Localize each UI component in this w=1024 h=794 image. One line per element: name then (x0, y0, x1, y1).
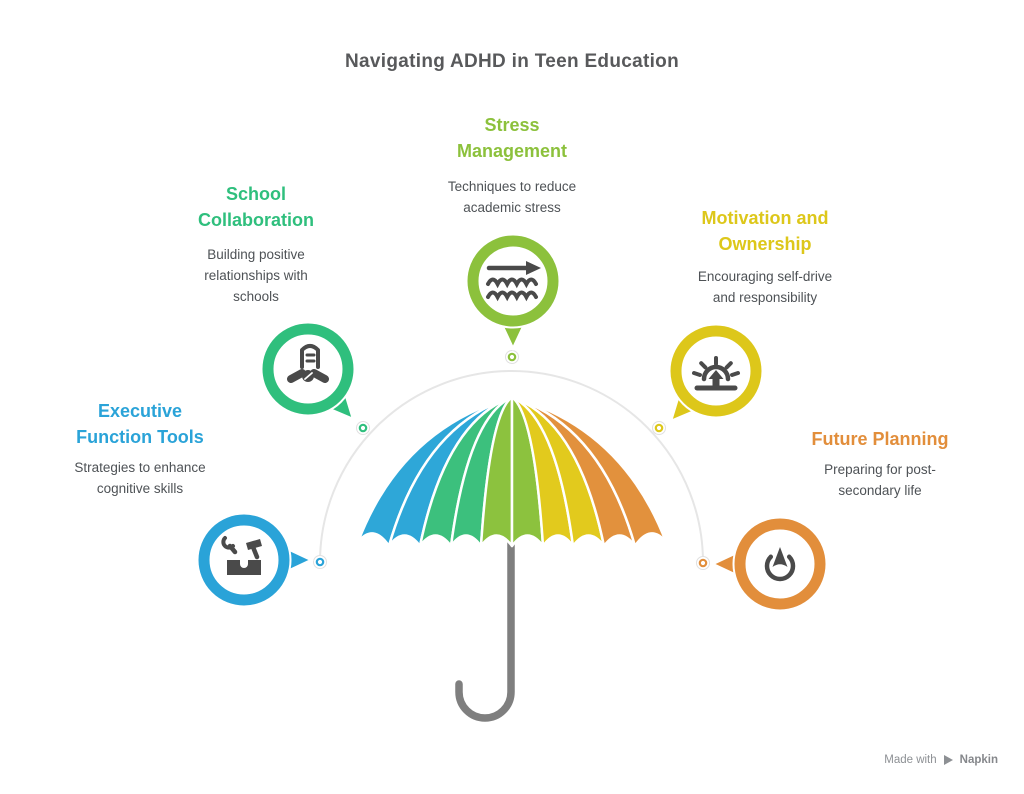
arc-node-executive (313, 555, 327, 569)
topic-desc-school-collaboration: Building positive relationships with sch… (204, 247, 308, 304)
compass-needle-icon (764, 547, 796, 582)
watermark-brand: Napkin (959, 754, 998, 766)
school-collaboration-bubble (260, 321, 356, 422)
connector-arc (319, 370, 705, 564)
arc-node-school (356, 421, 370, 435)
toolbox-icon (221, 536, 262, 575)
arc-node-motivation (652, 421, 666, 435)
stress-waves-arrow-icon (486, 261, 541, 302)
future-planning-bubble (710, 516, 828, 612)
page-title: Navigating ADHD in Teen Education (345, 51, 679, 72)
topic-desc-executive-function-tools: Strategies to enhance cognitive skills (74, 460, 206, 496)
arc-node-future (696, 556, 710, 570)
topic-label-stress-management: Stress Management (456, 115, 568, 161)
umbrella-panel (510, 395, 668, 548)
executive-function-tools-bubble (196, 512, 314, 608)
watermark: Made with Napkin (884, 754, 998, 766)
umbrella-canopy (356, 395, 668, 548)
topic-desc-stress-management: Techniques to reduce academic stress (447, 179, 577, 215)
topic-label-motivation-ownership: Motivation and Ownership (701, 208, 829, 254)
umbrella-handle (452, 533, 518, 725)
arc-node-stress (505, 350, 519, 364)
stress-management-bubble (465, 233, 561, 351)
napkin-logo-icon (943, 755, 953, 765)
school-handshake-icon (287, 344, 329, 383)
motivation-ownership-bubble (668, 323, 764, 424)
topic-label-future-planning: Future Planning (811, 429, 949, 449)
topic-label-executive-function-tools: Executive Function Tools (76, 401, 204, 447)
sunrise-arrow-icon (692, 356, 740, 391)
topic-desc-future-planning: Preparing for post- secondary life (824, 462, 936, 498)
topic-label-school-collaboration: School Collaboration (198, 184, 314, 230)
topic-desc-motivation-ownership: Encouraging self-drive and responsibilit… (697, 269, 833, 305)
watermark-prefix: Made with (884, 754, 937, 766)
